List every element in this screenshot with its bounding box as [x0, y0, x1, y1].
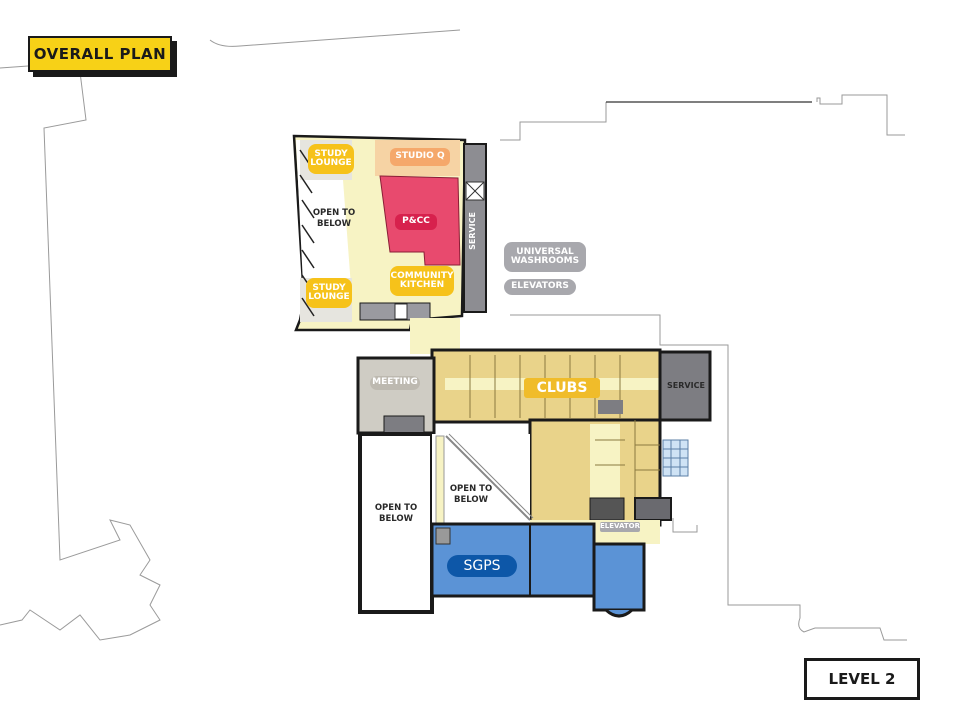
site-outline — [0, 29, 907, 641]
service-right-label: SERVICE — [667, 381, 705, 390]
elevators-label: ELEVATORS — [504, 279, 576, 295]
community-kitchen-label: COMMUNITY KITCHEN — [390, 266, 454, 296]
pcc-label: P&CC — [395, 214, 437, 230]
universal-washrooms-label: UNIVERSAL WASHROOMS — [504, 242, 586, 272]
open-to-below-top-label: OPEN TO BELOW — [312, 208, 356, 230]
open-to-below-middle-label: OPEN TO BELOW — [449, 484, 493, 506]
study-lounge-top-label: STUDY LOUNGE — [308, 144, 354, 174]
clubs-label: CLUBS — [524, 378, 600, 398]
service-vertical-label: SERVICE — [468, 212, 477, 250]
studio-q-label: STUDIO Q — [390, 148, 450, 166]
level-tag: LEVEL 2 — [804, 658, 920, 700]
sgps-label: SGPS — [447, 555, 517, 577]
overall-plan-tag: OVERALL PLAN — [28, 36, 172, 72]
elevator-label: ELEVATOR — [600, 522, 640, 532]
skylight-grid — [662, 439, 689, 477]
open-to-below-left-label: OPEN TO BELOW — [374, 503, 418, 525]
meeting-label: MEETING — [370, 376, 420, 390]
study-lounge-bottom-label: STUDY LOUNGE — [306, 278, 352, 308]
